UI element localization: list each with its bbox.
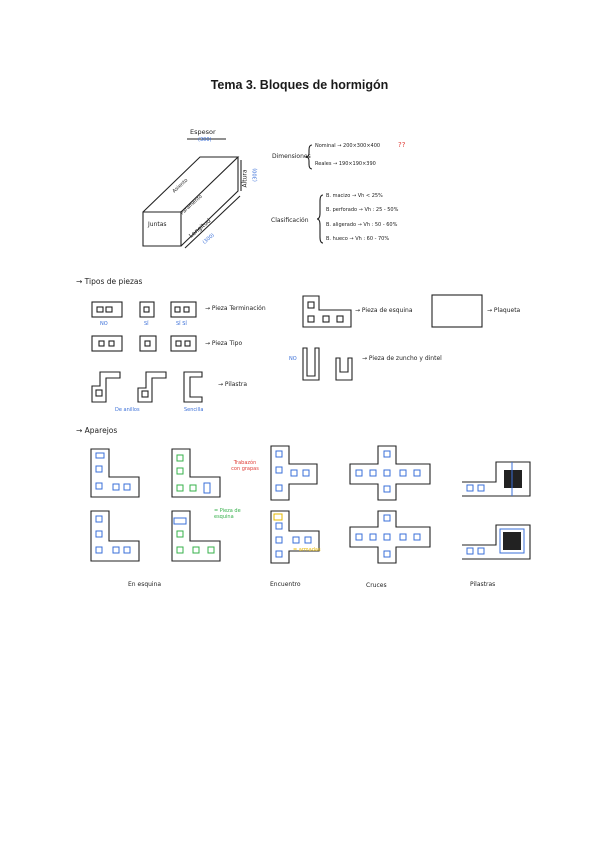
juntas-label: Juntas xyxy=(148,221,167,228)
concrete-block-drawing xyxy=(142,138,242,249)
aparejo-cruce-1 xyxy=(349,445,431,501)
trabazon-note: Trabazón con grapas xyxy=(231,460,259,472)
sencilla-label: Sencilla xyxy=(184,407,204,413)
altura-dim: (300) xyxy=(252,168,259,182)
aparejo-esquina-4 xyxy=(171,510,221,562)
aparejo-esquina-2 xyxy=(171,448,221,498)
pieza-esquina-note: = Pieza de esquina xyxy=(214,508,241,520)
clasificacion-item: B. hueco → Vh : 60 - 70% xyxy=(326,236,390,242)
pieza-esquina-shape xyxy=(302,295,352,328)
esquina-label: → Pieza de esquina xyxy=(355,307,413,314)
pilastra-label: → Pilastra xyxy=(218,381,248,388)
espesor-label: Espesor xyxy=(190,128,216,136)
dimensiones-nominal-mark: ?? xyxy=(398,141,406,149)
tipos-heading: → Tipos de piezas xyxy=(76,277,143,286)
dimensiones-label: Dimensiones xyxy=(272,153,311,160)
terminacion-sub: SÍ SÍ xyxy=(176,321,187,327)
aparejo-pilastra-2 xyxy=(462,524,531,560)
dimensiones-nominal: Nominal → 200×300×400 xyxy=(315,143,381,149)
pilastra-shapes xyxy=(91,371,203,403)
aparejo-encuentro-1 xyxy=(270,445,318,501)
espesor-dim: (300) xyxy=(198,137,212,143)
aparejo-label-encuentro: Encuentro xyxy=(270,581,301,588)
de-anillos-label: De anillos xyxy=(115,407,140,413)
dimensiones-reales: Reales → 190×190×390 xyxy=(315,161,376,167)
clasificacion-item: B. perforado → Vh : 25 - 50% xyxy=(326,207,399,213)
pieza-tipo-shapes xyxy=(91,335,197,352)
aparejo-label-esquina: En esquina xyxy=(128,581,162,588)
armadas-note: = armadas xyxy=(293,547,321,553)
aparejo-esquina-1 xyxy=(90,448,140,498)
altura-label: Altura xyxy=(241,169,249,188)
terminacion-sub: SÍ xyxy=(144,321,149,327)
aparejos-heading: → Aparejos xyxy=(76,426,118,435)
plaqueta-label: → Plaqueta xyxy=(487,307,521,314)
aparejo-label-pilastras: Pilastras xyxy=(470,581,496,588)
zuncho-label: → Pieza de zuncho y dintel xyxy=(362,355,442,362)
terminacion-sub: NO xyxy=(100,321,108,327)
aparejo-encuentro-2 xyxy=(270,510,320,564)
page-title: Tema 3. Bloques de hormigón xyxy=(210,78,389,92)
aparejo-esquina-3 xyxy=(90,510,140,562)
aparejo-pilastra-1 xyxy=(462,461,531,497)
plaqueta-shape xyxy=(431,294,483,328)
pieza-zuncho-shapes xyxy=(302,347,353,381)
clasificacion-item: B. aligerado → Vh : 50 - 60% xyxy=(326,222,398,228)
zuncho-no-mark: NO xyxy=(289,356,297,362)
clasificacion-item: B. macizo → Vh < 25% xyxy=(326,193,383,199)
aparejo-cruce-2 xyxy=(349,510,431,564)
tipo-label: → Pieza Tipo xyxy=(205,340,243,347)
clasificacion-label: Clasificación xyxy=(271,217,309,224)
pieza-terminacion-shapes xyxy=(91,301,197,318)
aparejo-label-cruces: Cruces xyxy=(366,582,387,589)
terminacion-label: → Pieza Terminación xyxy=(205,305,266,312)
